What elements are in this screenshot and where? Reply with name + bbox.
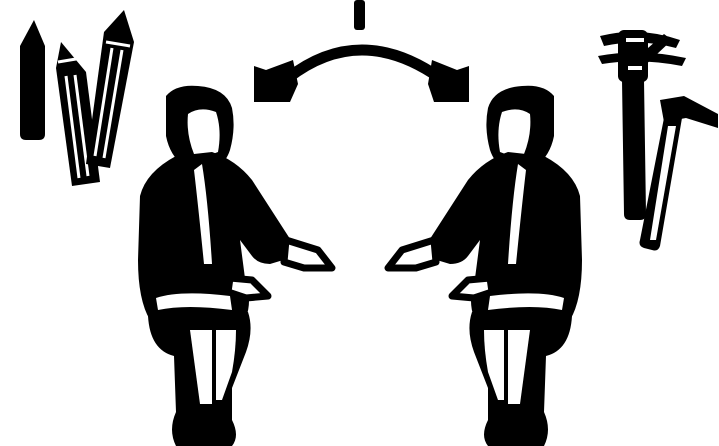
pencil-solid <box>20 20 45 140</box>
arrow-arc <box>288 50 440 78</box>
left-person-face <box>188 109 220 155</box>
left-person-hand-lower <box>228 278 268 298</box>
person-silhouette-icon <box>388 86 582 446</box>
pencil-outlined-right <box>86 10 134 168</box>
hammer-icon <box>640 96 719 251</box>
pencils-icon <box>20 10 134 186</box>
caliper-beam <box>622 80 646 220</box>
arrow-head-right <box>428 60 469 102</box>
arrow-stem <box>354 0 365 30</box>
right-person-hand-upper <box>388 240 436 268</box>
person-silhouette-icon <box>138 86 332 446</box>
left-person-hand-upper <box>284 240 332 268</box>
arrow-head-left <box>254 60 298 102</box>
exchange-arrow-icon <box>254 0 469 102</box>
right-person-hand-lower <box>452 278 492 298</box>
right-person-face <box>498 109 530 155</box>
